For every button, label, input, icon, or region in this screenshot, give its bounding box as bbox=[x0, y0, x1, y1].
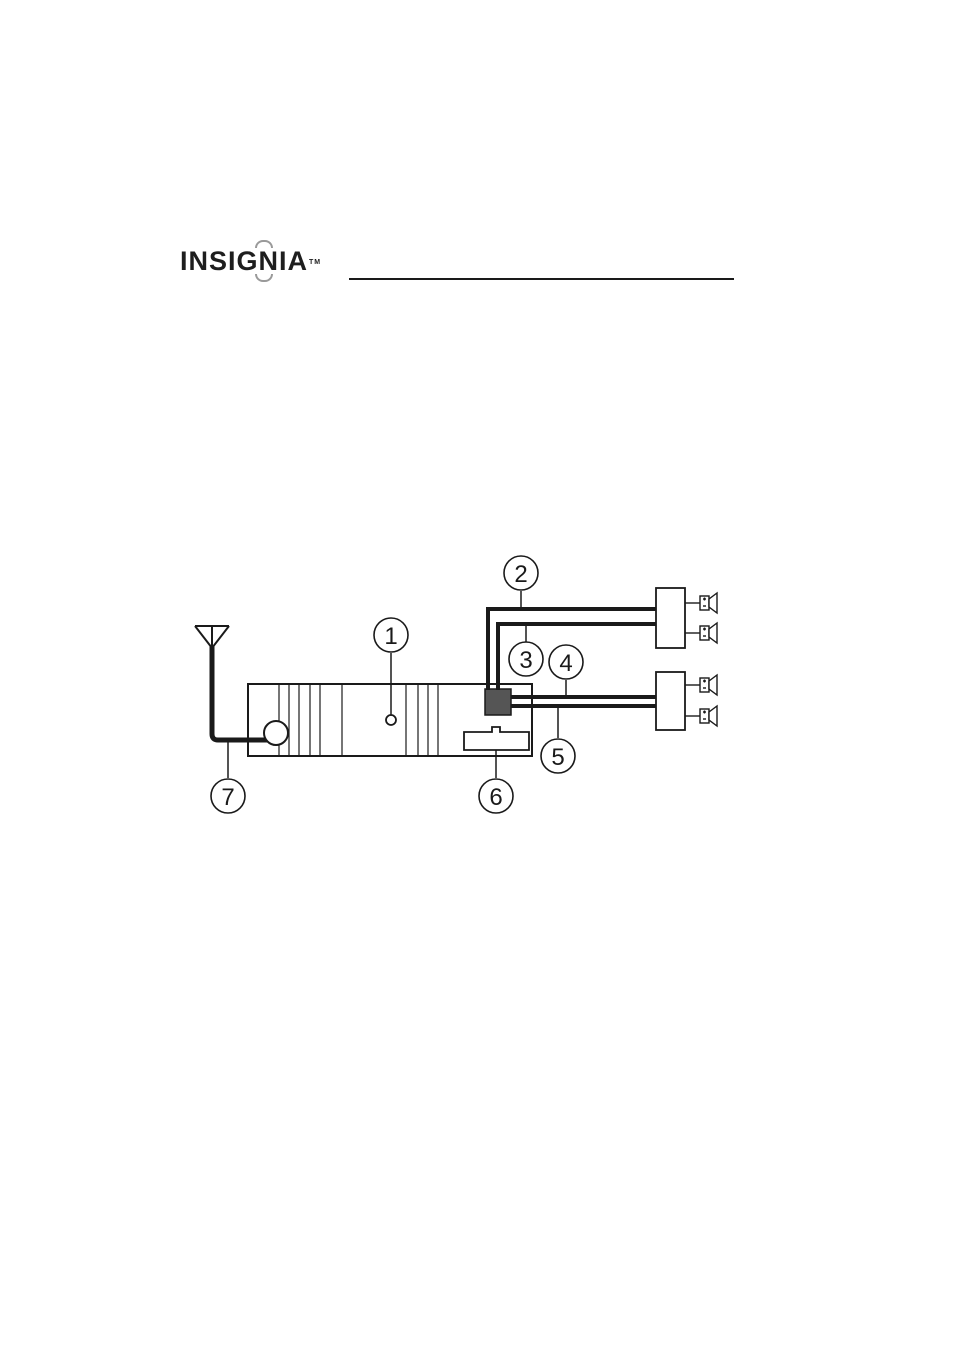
speaker-icon bbox=[685, 593, 717, 613]
callout-6: 6 bbox=[479, 779, 513, 813]
callout-label: 7 bbox=[221, 784, 234, 811]
chassis-panel-lines bbox=[279, 684, 438, 756]
callout-2: 2 bbox=[504, 556, 538, 590]
rear-speaker-panel bbox=[656, 672, 685, 730]
callout-label: 3 bbox=[519, 647, 532, 674]
antenna-cable bbox=[212, 646, 270, 740]
speaker-icon bbox=[685, 706, 717, 726]
antenna-icon bbox=[195, 626, 229, 648]
speaker-harness-block bbox=[485, 689, 511, 715]
callout-label: 2 bbox=[514, 561, 527, 588]
callout-label: 6 bbox=[489, 784, 502, 811]
callout-label: 4 bbox=[559, 650, 572, 677]
callout-4: 4 bbox=[549, 645, 583, 679]
callout-3: 3 bbox=[509, 642, 543, 676]
callout-1: 1 bbox=[374, 618, 408, 652]
front-speaker-panel bbox=[656, 588, 685, 648]
callout-5: 5 bbox=[541, 739, 575, 773]
power-connector bbox=[464, 727, 529, 750]
speaker-icon bbox=[685, 623, 717, 643]
fuse-hole bbox=[386, 715, 396, 725]
callout-label: 1 bbox=[384, 623, 397, 650]
callout-label: 5 bbox=[551, 744, 564, 771]
callout-7: 7 bbox=[211, 779, 245, 813]
antenna-jack bbox=[264, 721, 288, 745]
speaker-icon bbox=[685, 675, 717, 695]
